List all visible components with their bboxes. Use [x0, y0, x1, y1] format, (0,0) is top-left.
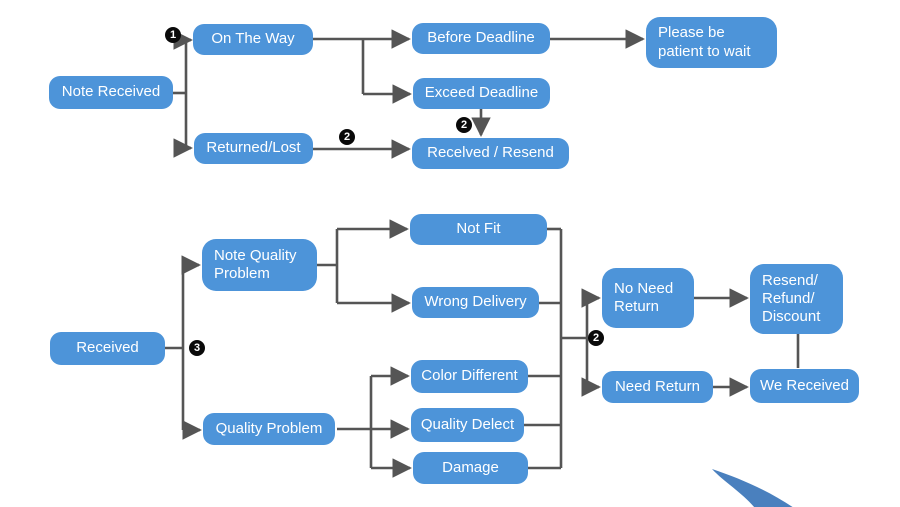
node-returned-lost: Returned/Lost: [194, 133, 313, 164]
connector-plain-lines: [165, 37, 800, 470]
node-please-be-patient: Please be patient to wait: [646, 17, 777, 68]
node-before-deadline: Before Deadline: [412, 23, 550, 54]
node-need-return: Need Return: [602, 371, 713, 403]
step-1-badge: 1: [165, 27, 181, 43]
step-2-badge-exceed: 2: [456, 117, 472, 133]
node-note-quality-problem: Note Quality Problem: [202, 239, 317, 291]
node-color-different: Color Different: [411, 360, 528, 393]
node-quality-problem: Quality Problem: [203, 413, 335, 445]
node-not-fit: Not Fit: [410, 214, 547, 245]
node-on-the-way: On The Way: [193, 24, 313, 55]
node-we-received: We Received: [750, 369, 859, 403]
step-3-badge: 3: [189, 340, 205, 356]
corner-swoosh-decoration: [712, 469, 793, 507]
step-2-badge-return-split: 2: [588, 330, 604, 346]
node-quality-defect: Quality Delect: [411, 408, 524, 442]
node-resend-refund-discount: Resend/ Refund/ Discount: [750, 264, 843, 334]
node-no-need-return: No Need Return: [602, 268, 694, 328]
node-exceed-deadline: Exceed Deadline: [413, 78, 550, 109]
node-damage: Damage: [413, 452, 528, 484]
step-2-badge-returned: 2: [339, 129, 355, 145]
node-wrong-delivery: Wrong Delivery: [412, 287, 539, 318]
node-received-resend: Recelved / Resend: [412, 138, 569, 169]
connector-arrow-lines: [173, 29, 749, 478]
node-note-received: Note Received: [49, 76, 173, 109]
node-received: Received: [50, 332, 165, 365]
